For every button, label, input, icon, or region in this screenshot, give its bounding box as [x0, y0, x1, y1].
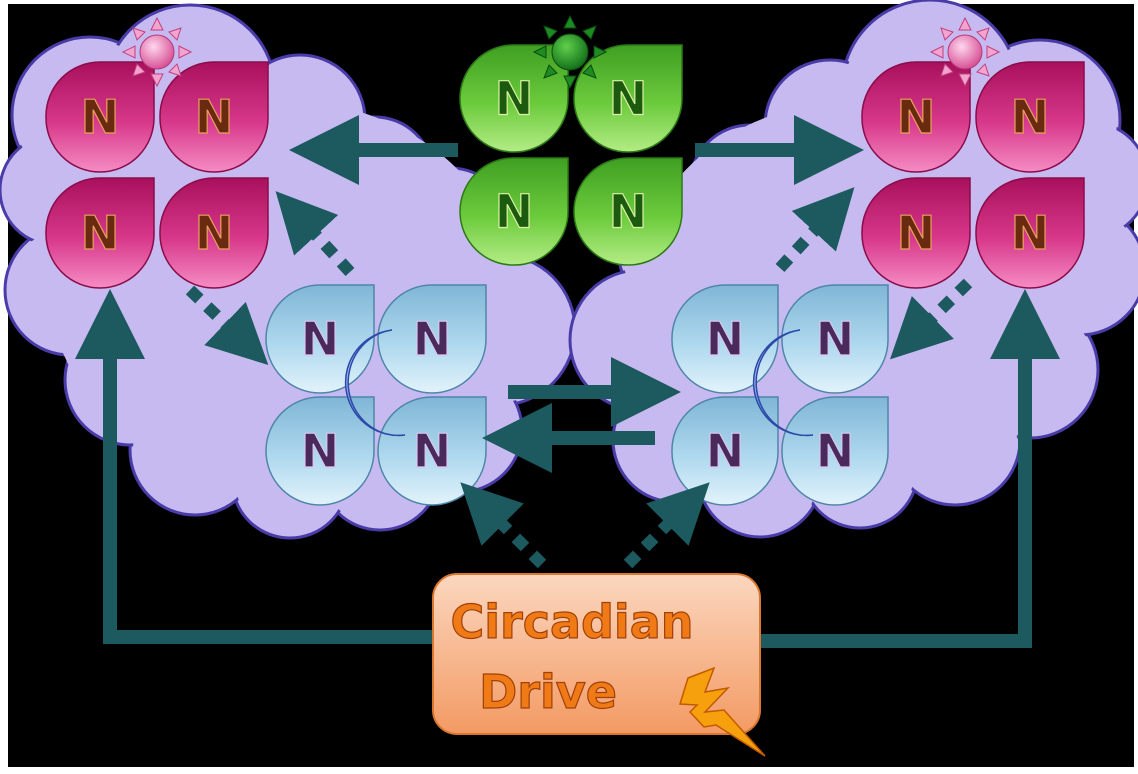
neuron-body: [459, 157, 569, 266]
dashed-arrow-left-day-to-night: [185, 285, 269, 366]
neuron-body: [159, 177, 269, 289]
neuron-label: N: [413, 312, 452, 366]
neuron-label: N: [897, 90, 936, 144]
neuron-label: N: [706, 312, 745, 366]
neuron-body: [781, 396, 889, 506]
neuron-body: [459, 44, 569, 153]
neuron-body: [159, 61, 269, 173]
lightning-bolt-icon: [679, 666, 766, 757]
right-night-cluster: N N N N: [671, 284, 889, 506]
right-day-cluster: N N N N: [861, 61, 1085, 289]
neuron-body: [975, 177, 1085, 289]
solid-arrows: [75, 115, 1060, 648]
pink-sun-icon: [929, 16, 1001, 88]
neuron-body: [573, 44, 683, 153]
neuron-label: N: [897, 206, 936, 260]
center-day-cluster: N N N N: [459, 44, 683, 266]
neuron-body: [45, 61, 155, 173]
neuron-label: N: [816, 424, 855, 478]
circadian-drive-box: Circadian Drive: [432, 573, 766, 757]
neuron-body: [975, 61, 1085, 173]
crescent-moon-icon: [752, 329, 814, 437]
dashed-arrow-right-night-to-day: [775, 187, 855, 273]
dashed-arrow-drive-to-right-night: [623, 482, 710, 569]
neuron-label: N: [1011, 206, 1050, 260]
left-day-cluster: N N N N: [45, 61, 269, 289]
dashed-arrow-left-night-to-day: [275, 191, 355, 277]
neuron-body: [377, 396, 487, 506]
neuron-label: N: [609, 72, 648, 126]
pink-sun-icon: [121, 16, 193, 88]
neuron-label: N: [413, 424, 452, 478]
dashed-arrow-drive-to-left-night: [460, 482, 547, 569]
arrow-drive-to-left-day: [75, 289, 432, 644]
dashed-arrow-right-day-to-night: [889, 278, 973, 360]
neuron-body: [781, 284, 889, 394]
neuron-label: N: [81, 90, 120, 144]
neuron-body: [45, 177, 155, 289]
neuron-label: N: [816, 312, 855, 366]
dashed-arrows: [185, 187, 973, 569]
neuron-label: N: [1011, 90, 1050, 144]
drive-label-line1: Circadian: [450, 595, 693, 649]
neuron-body: [671, 284, 779, 394]
neuron-body: [861, 61, 971, 173]
left-night-cluster: N N N N: [265, 284, 487, 506]
neuron-body: [265, 396, 375, 506]
neuron-label: N: [81, 206, 120, 260]
neuron-body: [861, 177, 971, 289]
neuron-body: [573, 157, 683, 266]
neuron-label: N: [195, 90, 234, 144]
neuron-label: N: [706, 424, 745, 478]
neuron-label: N: [195, 206, 234, 260]
neuron-label: N: [609, 185, 648, 239]
neuron-label: N: [301, 312, 340, 366]
drive-label-line2: Drive: [479, 665, 617, 719]
neuron-label: N: [495, 72, 534, 126]
arrow-drive-to-right-day: [760, 289, 1060, 648]
neuron-body: [265, 284, 375, 394]
green-sun-icon: [532, 14, 608, 90]
neuron-label: N: [301, 424, 340, 478]
neuron-label: N: [495, 185, 534, 239]
crescent-moon-icon: [344, 329, 406, 437]
neuron-body: [377, 284, 487, 394]
